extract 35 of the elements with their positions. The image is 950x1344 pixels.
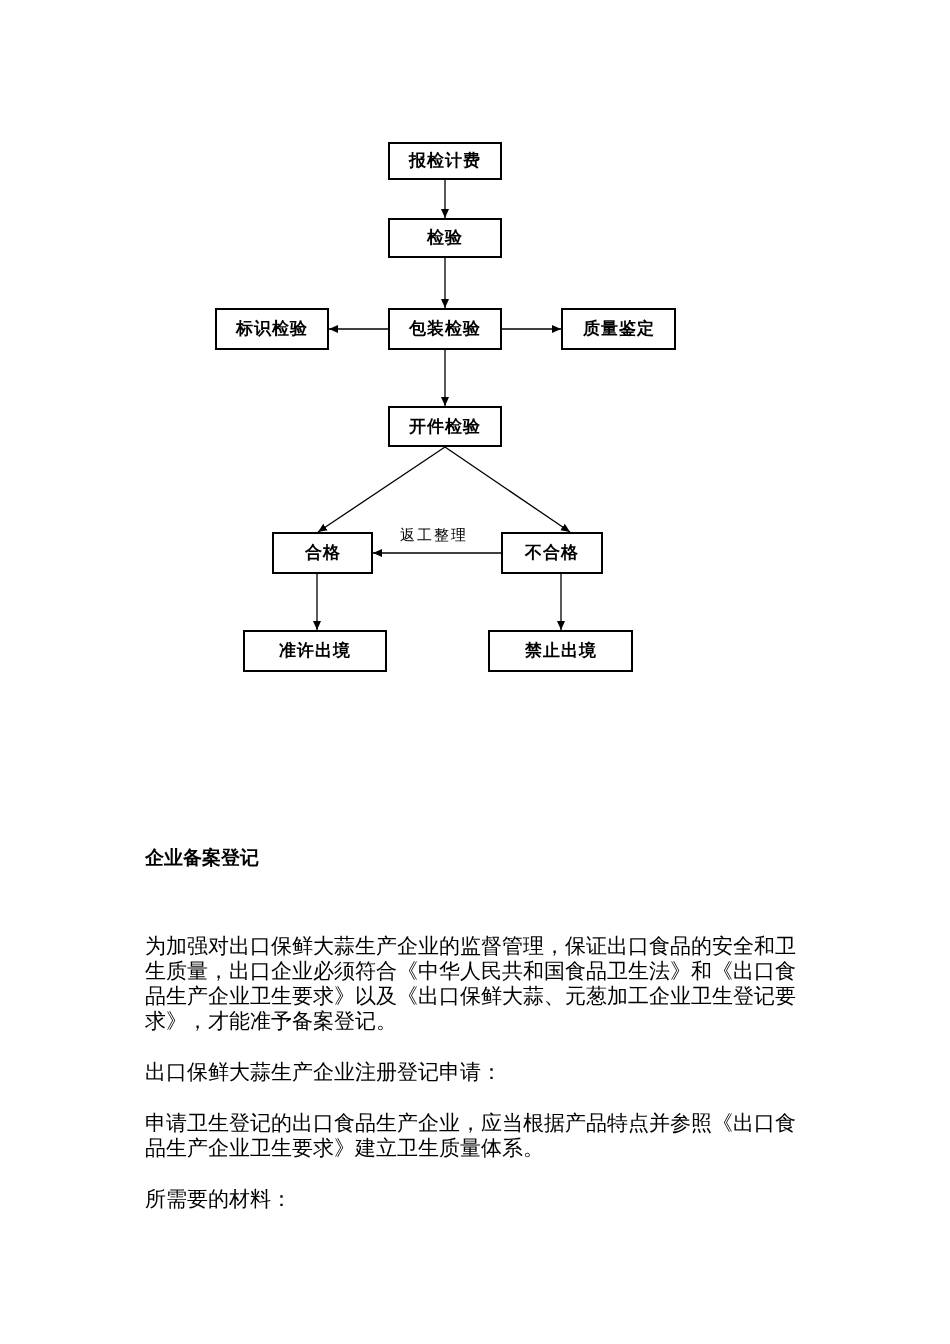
process-box xyxy=(388,142,502,180)
arrow xyxy=(328,325,389,333)
paragraph: 申请卫生登记的出口食品生产企业，应当根据产品特点并参照《出口食品生产企业卫生要求》建立卫生质量体系。 xyxy=(145,1111,797,1161)
box-label: 不合格 xyxy=(525,543,579,563)
process-box xyxy=(272,532,373,574)
box-label: 开件检验 xyxy=(409,416,481,437)
arrow xyxy=(444,446,571,533)
arrow xyxy=(441,257,449,309)
process-box xyxy=(561,308,676,350)
process-box xyxy=(243,630,387,672)
arrow xyxy=(441,349,449,407)
arrow xyxy=(372,549,502,557)
paragraph: 为加强对出口保鲜大蒜生产企业的监督管理，保证出口食品的安全和卫生质量，出口企业必须符合《中华人民共和国食品卫生法》和《出口食品生产企业卫生要求》以及《出口保鲜大蒜、元葱加工企业卫生登记要求》，才能准予备案登记。 xyxy=(145,934,797,1034)
section-heading: 企业备案登记 xyxy=(145,846,260,870)
paragraph: 出口保鲜大蒜生产企业注册登记申请： xyxy=(145,1060,503,1085)
process-box xyxy=(388,406,502,447)
box-label: 检验 xyxy=(427,228,463,248)
arrow xyxy=(313,573,321,631)
process-box xyxy=(388,218,502,258)
box-label: 质量鉴定 xyxy=(582,319,655,339)
arrow xyxy=(501,325,562,333)
box-label: 标识检验 xyxy=(236,319,308,339)
process-box xyxy=(501,532,603,574)
arrow xyxy=(441,179,449,219)
box-label: 包装检验 xyxy=(409,319,481,339)
box-label: 合格 xyxy=(304,543,341,563)
box-label: 准许出境 xyxy=(279,641,351,661)
process-box xyxy=(215,308,329,350)
paragraph: 所需要的材料： xyxy=(145,1187,293,1212)
process-box xyxy=(388,308,502,350)
box-label: 禁止出境 xyxy=(524,641,597,661)
arrow xyxy=(317,446,446,533)
process-box xyxy=(488,630,633,672)
box-label: 报检计费 xyxy=(409,151,481,171)
arrow xyxy=(557,573,565,631)
